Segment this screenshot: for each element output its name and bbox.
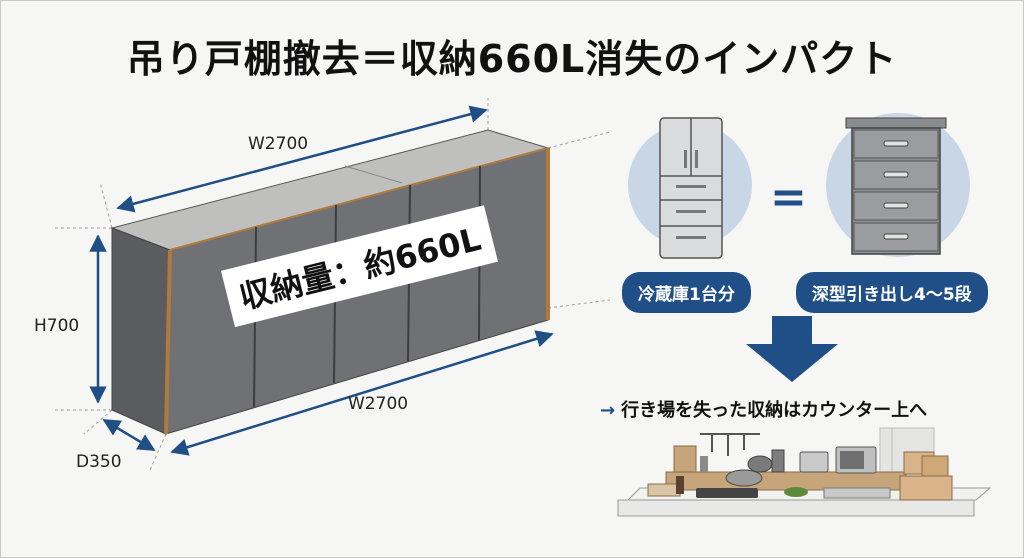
equals-sign: = (770, 172, 807, 223)
drawers-pill: 深型引き出し4～5段 (796, 272, 988, 313)
result-note-text: 行き場を失った収納はカウンター上へ (621, 400, 928, 421)
fridge-pill: 冷蔵庫1台分 (622, 272, 751, 313)
page-title: 吊り戸棚撤去＝収納660L消失のインパクト (126, 37, 898, 81)
arrow-right-icon: → (600, 400, 616, 421)
depth-arrow (102, 418, 156, 452)
dimension-arrows (89, 105, 554, 456)
result-note: →行き場を失った収納はカウンター上へ (600, 396, 927, 422)
width-bottom-label: W2700 (348, 394, 409, 414)
drawer-chest-icon (845, 117, 947, 255)
dimension-guide-lines (52, 98, 611, 471)
width-top-arrow (116, 105, 488, 213)
width-bottom-arrow (170, 330, 554, 456)
depth-label: D350 (76, 452, 122, 472)
refrigerator-icon (659, 117, 723, 259)
kitchen-counter-illustration (617, 427, 992, 517)
height-label: H700 (34, 316, 80, 336)
width-top-label: W2700 (248, 134, 309, 154)
down-arrow-icon (746, 316, 838, 382)
